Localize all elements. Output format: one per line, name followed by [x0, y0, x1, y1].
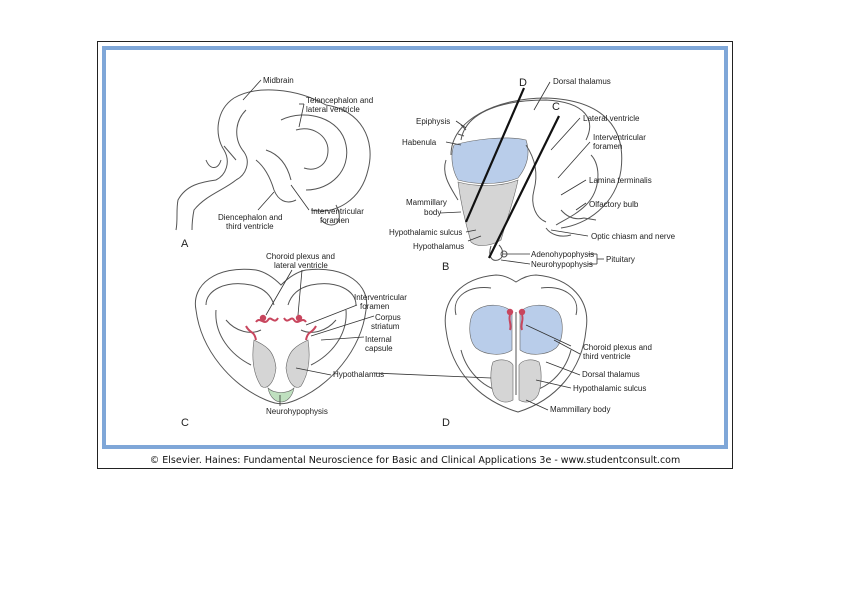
hypothalamus-c-region — [253, 340, 276, 387]
neurohypophysis-region — [268, 388, 294, 402]
label-choroid-d-line2: third ventricle — [583, 352, 631, 361]
label-diencephalon-line2: third ventricle — [226, 222, 274, 231]
hypothalamus-d-region-right — [519, 360, 541, 402]
label-dorsal-thalamus-d: Dorsal thalamus — [582, 370, 640, 379]
label-neurohypophysis-c: Neurohypophysis — [266, 407, 328, 416]
label-mammillary-body-d: Mammillary body — [550, 405, 610, 414]
label-internal-capsule-line2: capsule — [365, 344, 393, 353]
label-hypothalamic-sulcus-b: Hypothalamic sulcus — [389, 228, 462, 237]
hypothalamus-c-region-right — [286, 340, 309, 387]
label-epiphysis: Epiphysis — [416, 117, 450, 126]
figure-border: Midbrain Telencephalon and lateral ventr… — [102, 46, 728, 449]
panel-b-labels: D C Dorsal thalamus Epiphysis Habenula L… — [389, 77, 676, 273]
label-mammillary-line2: body — [424, 208, 441, 217]
label-lamina-terminalis: Lamina terminalis — [589, 176, 652, 185]
label-interventricular-b-line1: Interventricular — [593, 133, 646, 142]
label-interventricular-line1: Interventricular — [311, 207, 364, 216]
copyright-caption: © Elsevier. Haines: Fundamental Neurosci… — [98, 455, 732, 466]
dorsal-thalamus-d-region-right — [520, 305, 562, 354]
label-choroid-c-line2: lateral ventricle — [274, 261, 328, 270]
panel-a-letter: A — [181, 238, 189, 250]
panel-b: D C Dorsal thalamus Epiphysis Habenula L… — [389, 77, 676, 273]
label-adenohypophysis: Adenohypophysis — [531, 250, 594, 259]
panel-b-letter: B — [442, 261, 449, 273]
panel-a: Midbrain Telencephalon and lateral ventr… — [176, 76, 373, 250]
label-habenula: Habenula — [402, 138, 437, 147]
label-interventricular-c-line2: foramen — [360, 302, 389, 311]
section-line-d-letter: D — [519, 77, 527, 89]
panel-c: Choroid plexus and lateral ventricle Int… — [181, 252, 407, 429]
label-choroid-c-line1: Choroid plexus and — [266, 252, 335, 261]
neuro-diagram: Midbrain Telencephalon and lateral ventr… — [106, 50, 724, 445]
label-interventricular-c-line1: Interventricular — [354, 293, 407, 302]
label-interventricular-line2: foramen — [320, 216, 349, 225]
label-diencephalon-line1: Diencephalon and — [218, 213, 283, 222]
label-midbrain: Midbrain — [263, 76, 294, 85]
label-hypothalamic-sulcus-d: Hypothalamic sulcus — [573, 384, 646, 393]
label-interventricular-b-line2: foramen — [593, 142, 622, 151]
section-line-c-letter: C — [552, 101, 560, 113]
hypothalamus-d-region — [491, 360, 513, 402]
label-lateral-ventricle: Lateral ventricle — [583, 114, 640, 123]
panel-a-labels: Midbrain Telencephalon and lateral ventr… — [181, 76, 373, 250]
hypothalamus-region — [458, 180, 518, 246]
label-internal-capsule-line1: Internal — [365, 335, 392, 344]
panel-d: Choroid plexus and third ventricle Dorsa… — [374, 275, 652, 429]
label-pituitary: Pituitary — [606, 255, 635, 264]
label-telencephalon-line2: lateral ventricle — [306, 105, 360, 114]
panel-d-letter: D — [442, 417, 450, 429]
panel-c-letter: C — [181, 417, 189, 429]
label-corpus-line2: striatum — [371, 322, 400, 331]
dorsal-thalamus-d-region — [470, 305, 512, 354]
figure-frame: Midbrain Telencephalon and lateral ventr… — [97, 41, 733, 469]
label-mammillary-line1: Mammillary — [406, 198, 447, 207]
label-choroid-d-line1: Choroid plexus and — [583, 343, 652, 352]
label-dorsal-thalamus-b: Dorsal thalamus — [553, 77, 611, 86]
label-telencephalon-line1: Telencephalon and — [306, 96, 373, 105]
dorsal-thalamus-region — [452, 138, 528, 184]
label-corpus-line1: Corpus — [375, 313, 401, 322]
label-hypothalamus-c: Hypothalamus — [333, 370, 384, 379]
label-optic-chiasm: Optic chiasm and nerve — [591, 232, 676, 241]
label-olfactory-bulb: Olfactory bulb — [589, 200, 639, 209]
panel-c-drawing — [195, 269, 374, 406]
panel-c-labels: Choroid plexus and lateral ventricle Int… — [181, 252, 407, 429]
label-neurohypophysis-b: Neurohypophysis — [531, 260, 593, 269]
label-hypothalamus-b: Hypothalamus — [413, 242, 464, 251]
